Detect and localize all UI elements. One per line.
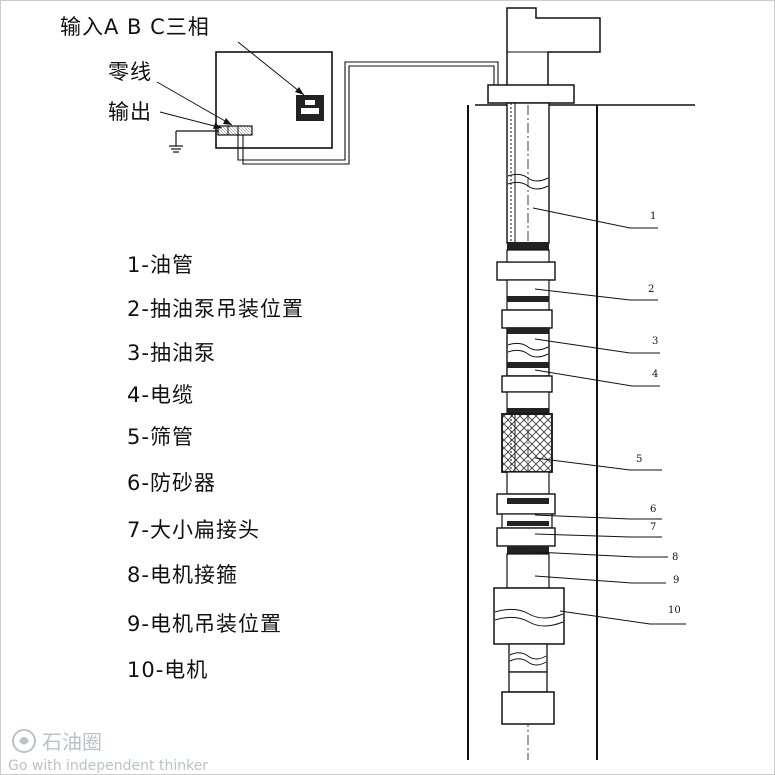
legend-item-6: 6-防砂器 [127, 471, 216, 495]
watermark-logo-icon [12, 729, 36, 753]
callouts: 1 2 3 4 5 6 7 8 9 10 [532, 207, 686, 625]
callout-number-7: 7 [650, 522, 656, 533]
legend: 1-油管 2-抽油泵吊装位置 3-抽油泵 4-电缆 5-筛管 6-防砂器 7-大小扁接头 8-… [127, 253, 304, 682]
power-cable [237, 61, 499, 161]
ground-symbol-icon [169, 145, 183, 153]
legend-item-8: 8-电机接箍 [127, 563, 238, 587]
motor-coupling [496, 527, 556, 547]
callout-number-6: 6 [650, 504, 656, 515]
legend-item-7: 7-大小扁接头 [127, 518, 260, 542]
callout-leader-3 [534, 338, 660, 354]
legend-item-5: 5-筛管 [127, 425, 194, 449]
callout-leader-7 [534, 533, 662, 538]
legend-item-2: 2-抽油泵吊装位置 [127, 297, 304, 321]
callout-leader-5 [534, 457, 662, 471]
coupling-band [507, 242, 549, 250]
legend-item-9: 9-电机吊装位置 [127, 612, 282, 636]
callout-number-5: 5 [636, 454, 642, 465]
motor-body [493, 587, 565, 645]
callout-leader-4 [534, 369, 660, 387]
callout-leader-2 [534, 288, 658, 301]
legend-item-3: 3-抽油泵 [127, 341, 216, 365]
motor-base [501, 691, 555, 725]
callout-number-8: 8 [672, 552, 678, 563]
pump-body [506, 327, 550, 377]
input-three-phase-label: 输入A B C三相 [60, 15, 210, 39]
callout-leader-6 [534, 514, 662, 520]
callout-number-3: 3 [652, 336, 658, 347]
callout-number-10: 10 [668, 605, 681, 616]
watermark-slogan: Go with independent thinker [8, 758, 208, 774]
terminal-block-icon [217, 125, 253, 136]
callout-number-4: 4 [652, 369, 658, 380]
legend-item-1: 1-油管 [127, 253, 194, 277]
callout-leader-1 [532, 207, 658, 229]
callout-leader-10 [559, 610, 686, 625]
watermark: 石油圈 Go with independent thinker [8, 729, 208, 774]
callout-number-9: 9 [673, 575, 679, 586]
callout-number-1: 1 [650, 211, 656, 222]
screen-pipe [501, 413, 553, 473]
callout-leader-9 [534, 575, 666, 584]
motor-lift-collar [506, 553, 550, 589]
pump-lift-collar [496, 261, 556, 281]
callout-leader-8 [534, 551, 668, 558]
legend-item-4: 4-电缆 [127, 383, 194, 407]
wellhead-elbow [506, 7, 601, 89]
neutral-line-label: 零线 [108, 60, 152, 84]
callout-number-2: 2 [648, 284, 654, 295]
output-label: 输出 [108, 100, 152, 124]
legend-item-10: 10-电机 [127, 658, 208, 682]
watermark-brand: 石油圈 [42, 730, 102, 754]
wellhead-flange [487, 84, 575, 104]
